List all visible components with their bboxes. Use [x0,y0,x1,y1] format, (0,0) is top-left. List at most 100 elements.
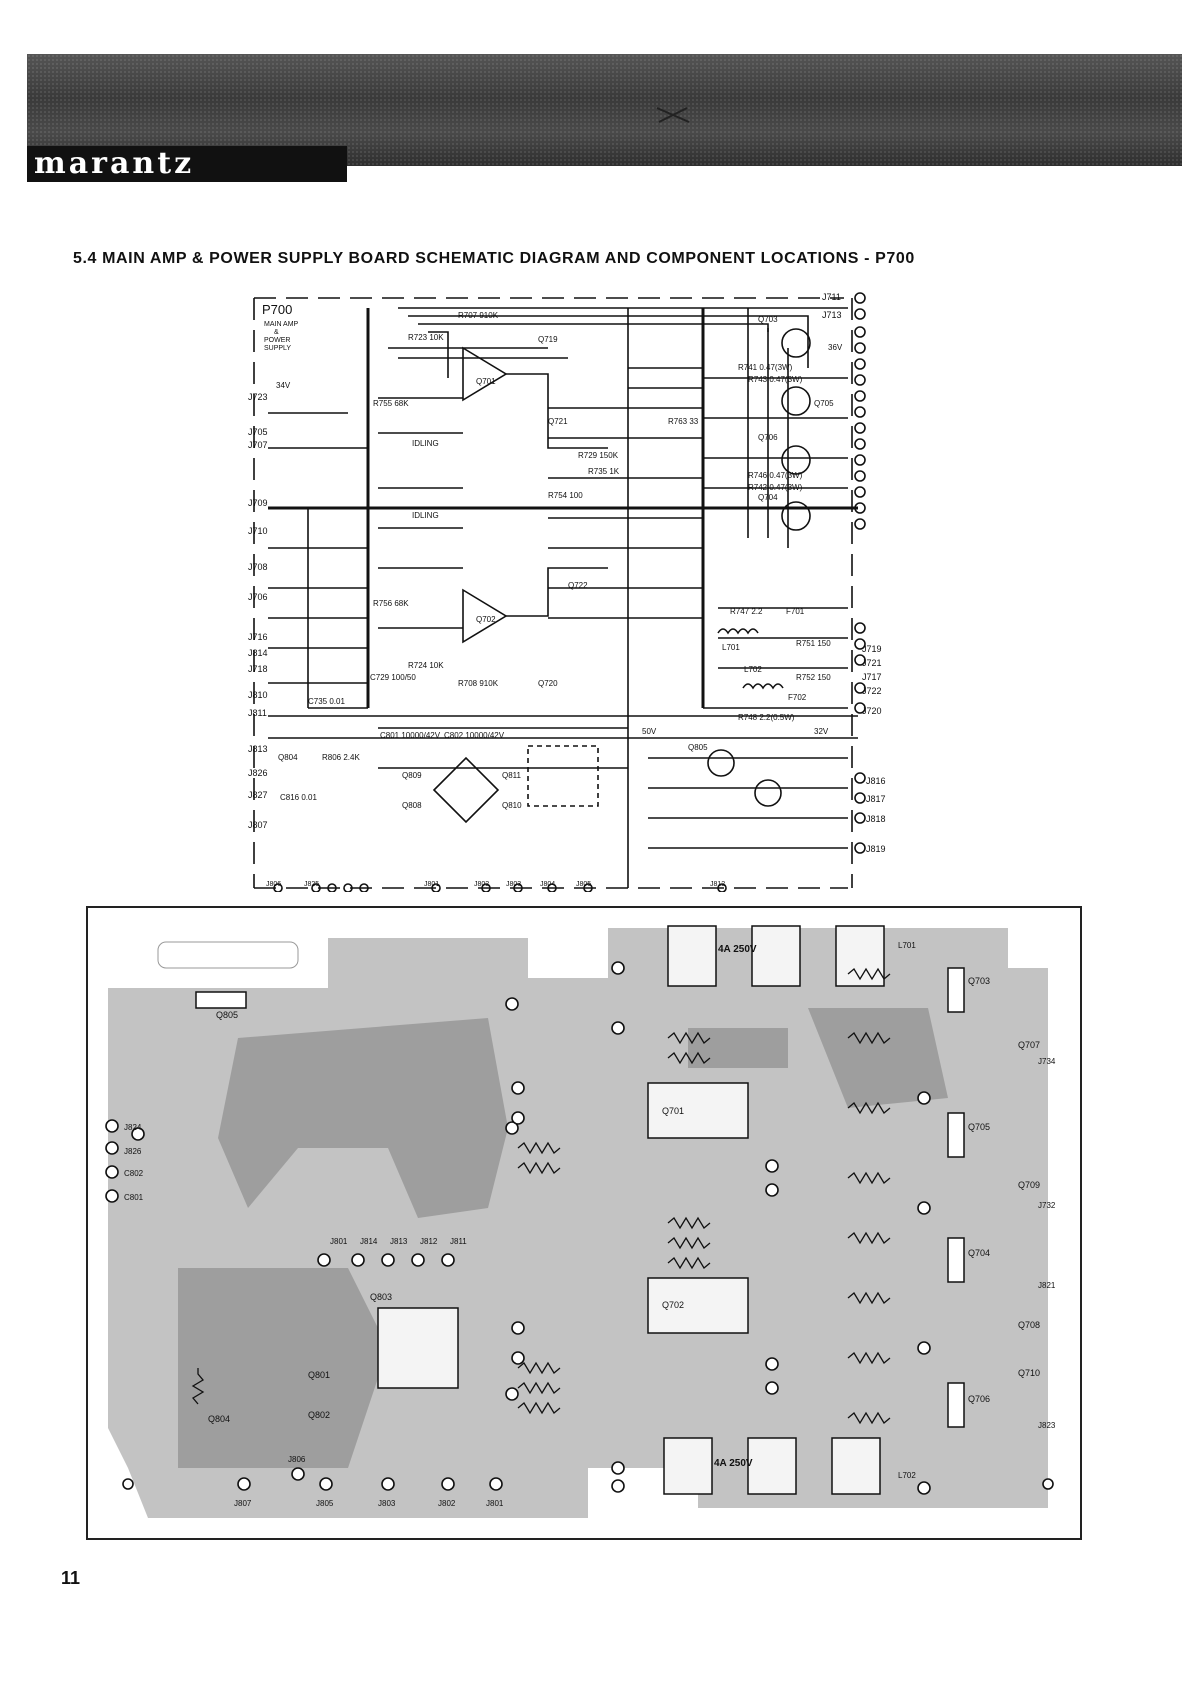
lbl-q707: Q707 [1018,1040,1040,1050]
lbl-q720: Q720 [538,679,558,688]
jack-j802: J802 [474,881,489,888]
lbl-q702: Q702 [476,615,496,624]
jack-j819: J819 [866,844,886,854]
lbl-q703: Q703 [968,976,990,986]
lbl-r735: R735 1K [588,467,620,476]
lbl-q702: Q702 [662,1300,684,1310]
lbl-q701: Q701 [662,1106,684,1116]
section-title: 5.4 MAIN AMP & POWER SUPPLY BOARD SCHEMA… [73,250,915,267]
lbl-q722: Q722 [568,581,588,590]
lbl-r746: R746 0.47(3W) [748,471,803,480]
lbl-q704: Q704 [758,493,778,502]
jack-j816: J816 [866,776,886,786]
lbl-j801: J801 [486,1499,504,1508]
lbl-c729: C729 100/50 [370,673,416,682]
lbl-c735: C735 0.01 [308,697,345,706]
lbl-q705: Q705 [968,1122,990,1132]
lbl-j802: J802 [438,1499,456,1508]
lbl-l701: L701 [722,643,740,652]
lbl-r708: R708 910K [458,679,499,688]
lbl-j821: J824 [124,1123,142,1132]
lbl-j731: J734 [1038,1057,1056,1066]
jack-j709: J709 [248,498,268,508]
lbl-r806: R806 2.4K [322,753,360,762]
lbl-q709: Q709 [1018,1180,1040,1190]
lbl-q705: Q705 [814,399,834,408]
lbl-r723: R723 10K [408,333,444,342]
lbl-r724: R724 10K [408,661,444,670]
lbl-r743: R743 0.47(3W) [748,375,803,384]
jack-j810: J810 [248,690,268,700]
schem-desc-4: SUPPLY [264,345,291,352]
jack-j708: J708 [248,562,268,572]
jack-j818: J818 [866,814,886,824]
jack-j721: J721 [862,658,882,668]
lbl-q710: Q710 [1018,1368,1040,1378]
jack-j801: J801 [424,881,439,888]
lbl-q703: Q703 [758,315,778,324]
lbl-q706: Q706 [968,1394,990,1404]
jack-j718: J718 [248,664,268,674]
lbl-l702: L702 [898,1471,916,1480]
jack-j811: J811 [248,708,267,718]
jack-j716: J716 [248,632,268,642]
jack-j720: J720 [862,706,882,716]
jack-j717: J717 [862,672,882,682]
lbl-idling-2: IDLING [412,511,439,520]
lbl-r748: R748 2.2(0.5W) [738,713,795,722]
schematic-svg: P700 MAIN AMP & POWER SUPPLY J711 J713 J… [248,292,886,893]
lbl-r754: R754 100 [548,491,583,500]
lbl-q811: Q811 [502,771,522,780]
lbl-j812: J813 [390,1237,408,1246]
lbl-j807: J807 [234,1499,252,1508]
lbl-j811: J812 [420,1237,438,1246]
lbl-r707: R707 910K [458,311,499,320]
page-number: 11 [61,1568,81,1588]
lbl-c801: C801 10000/42V [380,731,441,740]
lbl-j826: C801 [124,1193,144,1202]
lbl-r755: R755 68K [373,399,409,408]
lbl-r763: R763 33 [668,417,699,426]
lbl-q801: Q801 [308,1370,330,1380]
lbl-j733: J732 [1038,1201,1056,1210]
band-mark-icon [656,107,690,123]
jack-j805: J805 [576,881,591,888]
lbl-34v: 34V [276,381,291,390]
lbl-j732: J821 [1038,1281,1056,1290]
jack-j706: J706 [248,592,268,602]
jack-j817: J817 [866,794,886,804]
jack-j713: J713 [822,310,842,320]
jack-j806: J806 [266,881,281,888]
lbl-32v: 32V [814,727,829,736]
lbl-j814: J801 [330,1237,348,1246]
jack-j722: J722 [862,686,882,696]
lbl-r756: R756 68K [373,599,409,608]
brand-logo-box [27,146,347,182]
lbl-r752: R752 150 [796,673,831,682]
lbl-j825: C802 [124,1169,144,1178]
lbl-f702: F702 [788,693,807,702]
lbl-q708: Q708 [1018,1320,1040,1330]
component-layout-board: 4A 250V 4A 250V Q701 Q702 Q703 Q705 Q704… [86,906,1082,1540]
jack-j826: J826 [248,768,268,778]
lbl-r747: R747 2.2 [730,607,763,616]
lbl-c802: C802 10000/42V [444,731,505,740]
brand-logo: marantz [34,146,195,181]
lbl-l701: L701 [898,941,916,950]
lbl-j805: J805 [316,1499,334,1508]
lbl-q804: Q804 [208,1414,230,1424]
jack-j711: J711 [822,292,841,302]
lbl-q805: Q805 [216,1010,238,1020]
lbl-50v: 50V [642,727,657,736]
lbl-q721: Q721 [548,417,568,426]
lbl-r741: R741 0.47(3W) [738,363,793,372]
jack-j707: J707 [248,440,268,450]
schem-desc-2: & [274,329,279,336]
lbl-c816: C816 0.01 [280,793,317,802]
jack-j813: J813 [248,744,268,754]
lbl-j810: J811 [450,1237,467,1246]
lbl-j803: J803 [378,1499,396,1508]
lbl-j806: J806 [288,1455,306,1464]
lbl-r729: R729 150K [578,451,619,460]
lbl-q809: Q809 [402,771,422,780]
